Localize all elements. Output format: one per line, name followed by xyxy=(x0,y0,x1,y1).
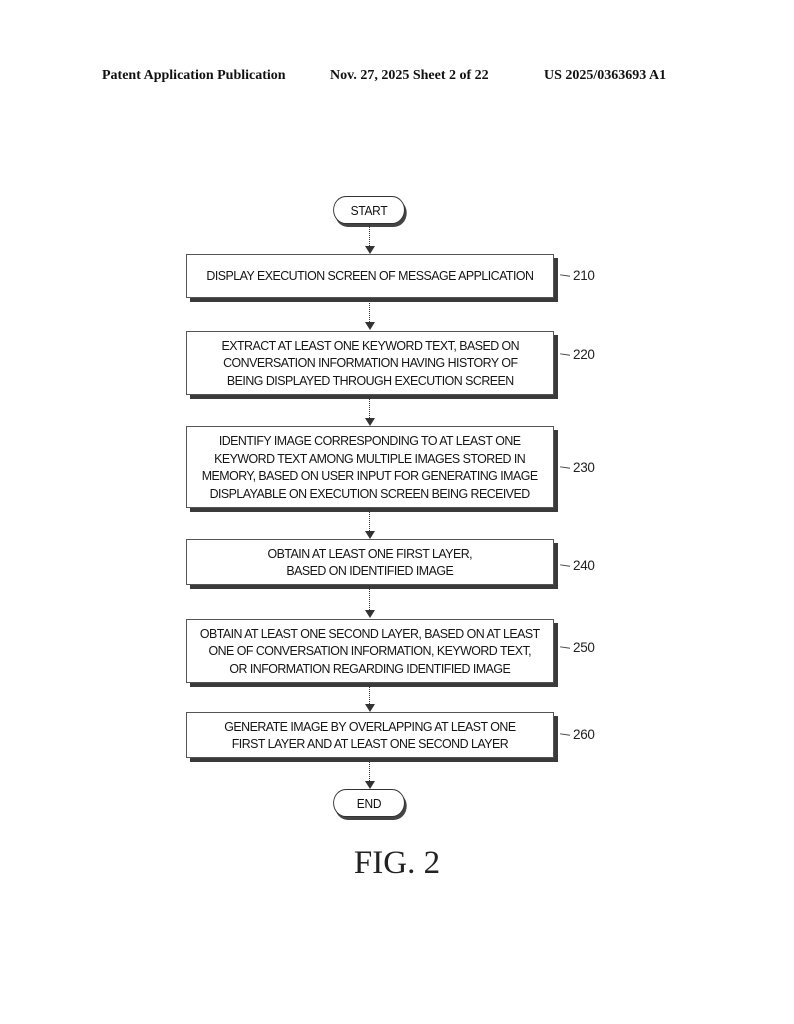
ref-number: 240 xyxy=(573,558,595,573)
publication-date-sheet: Nov. 27, 2025 Sheet 2 of 22 xyxy=(330,68,489,83)
ref-number: 210 xyxy=(573,268,595,283)
step-box-210: DISPLAY EXECUTION SCREEN OF MESSAGE APPL… xyxy=(186,254,554,298)
step-ref-260: 260 xyxy=(559,727,595,742)
start-label: START xyxy=(350,202,388,218)
leader-line xyxy=(559,352,571,357)
step-box-230: IDENTIFY IMAGE CORRESPONDING TO AT LEAST… xyxy=(186,426,554,508)
flow-arrow xyxy=(365,298,375,330)
ref-number: 230 xyxy=(573,460,595,475)
ref-number: 250 xyxy=(573,640,595,655)
flow-arrow xyxy=(365,586,375,618)
leader-line xyxy=(559,465,571,470)
step-text: OBTAIN AT LEAST ONE FIRST LAYER, BASED O… xyxy=(267,545,473,579)
end-terminal: END xyxy=(333,789,405,817)
arrow-head-icon xyxy=(365,322,375,330)
step-text: EXTRACT AT LEAST ONE KEYWORD TEXT, BASED… xyxy=(221,337,519,388)
step-box-260: GENERATE IMAGE BY OVERLAPPING AT LEAST O… xyxy=(186,712,554,758)
arrow-head-icon xyxy=(365,781,375,789)
figure-label: FIG. 2 xyxy=(353,845,441,881)
flow-arrow xyxy=(365,759,375,789)
step-text: GENERATE IMAGE BY OVERLAPPING AT LEAST O… xyxy=(224,718,516,752)
flow-arrow xyxy=(365,509,375,539)
arrow-head-icon xyxy=(365,531,375,539)
step-ref-240: 240 xyxy=(559,558,595,573)
step-box-220: EXTRACT AT LEAST ONE KEYWORD TEXT, BASED… xyxy=(186,331,554,395)
leader-line xyxy=(559,645,571,650)
step-text: IDENTIFY IMAGE CORRESPONDING TO AT LEAST… xyxy=(202,433,538,501)
step-ref-210: 210 xyxy=(559,268,595,283)
leader-line xyxy=(559,732,571,737)
step-ref-250: 250 xyxy=(559,640,595,655)
arrow-head-icon xyxy=(365,246,375,254)
step-ref-230: 230 xyxy=(559,460,595,475)
leader-line xyxy=(559,273,571,278)
step-text: OBTAIN AT LEAST ONE SECOND LAYER, BASED … xyxy=(200,625,540,676)
leader-line xyxy=(559,563,571,568)
step-box-240: OBTAIN AT LEAST ONE FIRST LAYER, BASED O… xyxy=(186,539,554,585)
step-ref-220: 220 xyxy=(559,347,595,362)
publication-number: US 2025/0363693 A1 xyxy=(544,68,667,83)
ref-number: 220 xyxy=(573,347,595,362)
end-label: END xyxy=(356,795,382,811)
flow-arrow xyxy=(365,684,375,712)
arrow-head-icon xyxy=(365,610,375,618)
ref-number: 260 xyxy=(573,727,595,742)
step-text: DISPLAY EXECUTION SCREEN OF MESSAGE APPL… xyxy=(206,268,534,284)
step-box-250: OBTAIN AT LEAST ONE SECOND LAYER, BASED … xyxy=(186,619,554,683)
arrow-head-icon xyxy=(365,418,375,426)
start-terminal: START xyxy=(333,196,405,224)
flow-arrow xyxy=(365,224,375,254)
publication-type: Patent Application Publication xyxy=(102,68,286,83)
flow-arrow xyxy=(365,396,375,426)
arrow-head-icon xyxy=(365,704,375,712)
